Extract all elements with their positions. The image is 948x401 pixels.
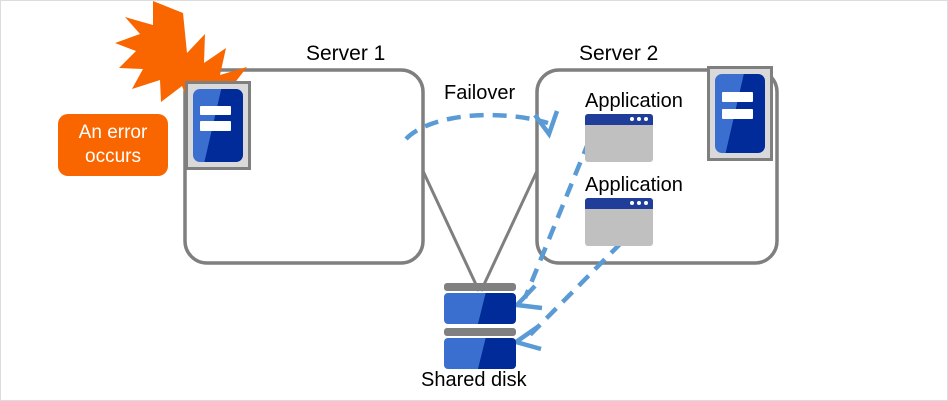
app1-disk-arrowhead-icon	[512, 284, 543, 311]
server2-unit-icon	[707, 66, 773, 161]
application-1-label: Application	[585, 90, 683, 112]
app2-disk-arrowhead-icon	[510, 324, 542, 352]
server1-unit-icon	[185, 81, 251, 170]
failover-dashed-arrow[interactable]	[404, 112, 549, 141]
error-badge: An error occurs	[58, 114, 168, 176]
server1-title: Server 1	[306, 42, 386, 65]
error-badge-line1: An error	[78, 122, 148, 144]
failover-arrowhead-icon	[533, 110, 560, 139]
server1-disk-connector	[421, 170, 481, 292]
error-badge-line2: occurs	[85, 146, 141, 167]
disk-unit-1	[444, 283, 516, 324]
server2-title: Server 2	[579, 42, 659, 65]
application-2-window-icon	[585, 198, 653, 246]
shared-disk-icon	[444, 283, 516, 373]
disk-unit-2	[444, 328, 516, 369]
application-2-label: Application	[585, 174, 683, 196]
app1-disk-access-arrow[interactable]	[522, 140, 592, 299]
application-1-window-icon	[585, 114, 653, 162]
shared-disk-label: Shared disk	[421, 369, 527, 391]
server2-disk-connector	[479, 170, 539, 292]
failover-label: Failover	[444, 82, 516, 104]
